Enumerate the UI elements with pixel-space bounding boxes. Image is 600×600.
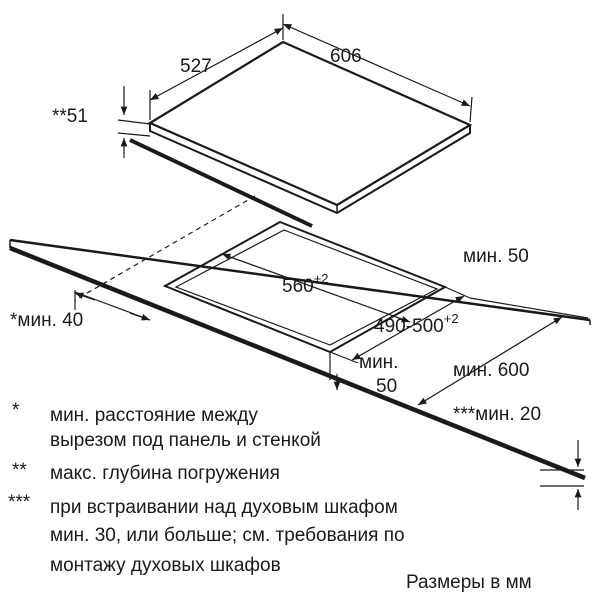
label-min-50-front-a: мин. xyxy=(359,352,398,373)
label-cutout-width-base: 560 xyxy=(282,276,314,297)
label-cutout-depth: 490-500+2 xyxy=(374,311,459,337)
label-hob-width: 606 xyxy=(330,46,362,67)
label-min-50-right: мин. 50 xyxy=(463,246,529,267)
label-cutout-width: 560+2 xyxy=(282,271,329,297)
hob-dimensions xyxy=(117,14,473,158)
label-cutout-depth-tol: +2 xyxy=(444,311,459,326)
label-min-600: мин. 600 xyxy=(453,360,529,381)
label-cutout-depth-base: 490-500 xyxy=(374,316,444,337)
label-min-50-front-b: 50 xyxy=(376,376,397,397)
projection-lines xyxy=(74,195,256,301)
label-hob-depth-note: **51 xyxy=(52,106,88,127)
label-cutout-width-tol: +2 xyxy=(314,271,329,286)
dimension-labels: 606 527 **51 560+2 490-500+2 мин. 50 *ми… xyxy=(10,46,541,425)
label-min-20: ***мин. 20 xyxy=(453,404,541,425)
label-min-40-left: *мин. 40 xyxy=(10,310,83,331)
cutout-dimensions xyxy=(74,253,589,510)
label-hob-depth: 527 xyxy=(180,56,212,77)
